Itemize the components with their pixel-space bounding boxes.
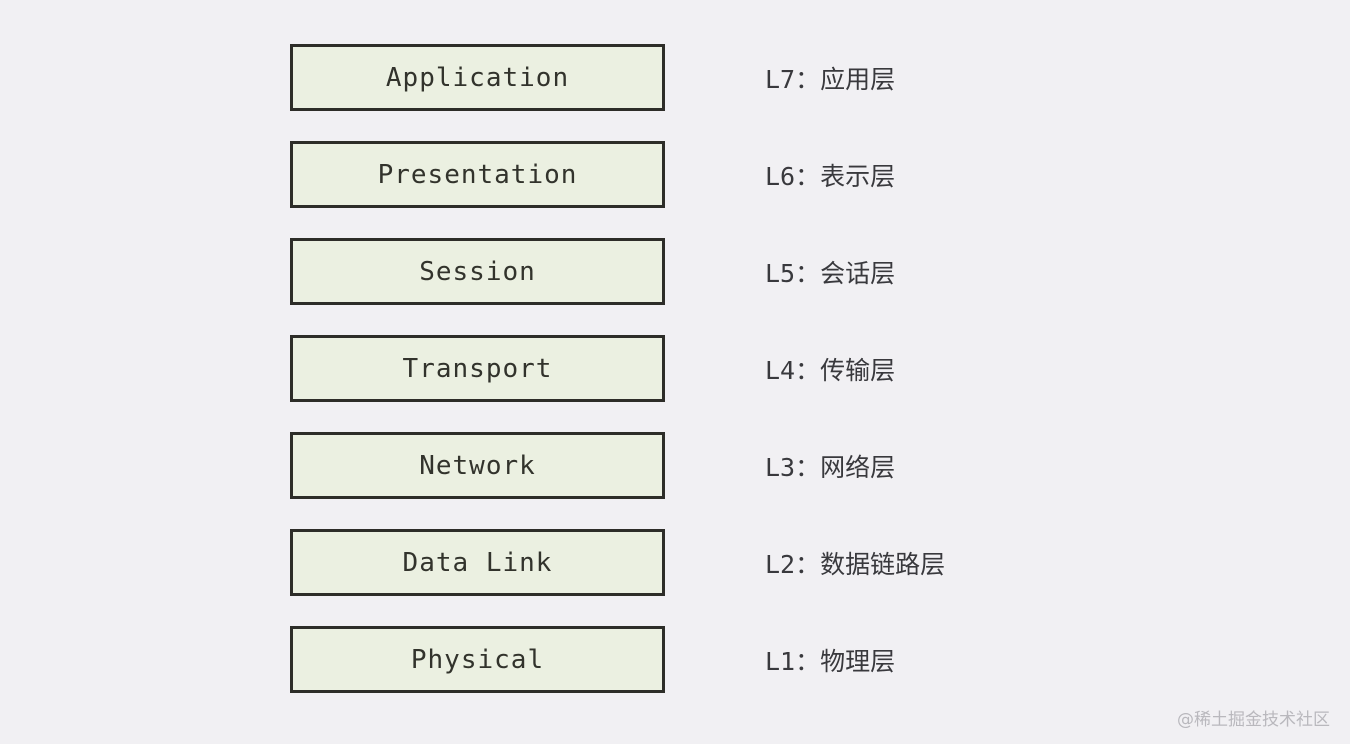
layer-row-transport: Transport L4：传输层 [290, 335, 945, 402]
layer-box-presentation: Presentation [290, 141, 665, 208]
layer-row-application: Application L7：应用层 [290, 44, 945, 111]
layer-label-l6: L6：表示层 [765, 161, 896, 191]
layer-box-application: Application [290, 44, 665, 111]
layer-box-network: Network [290, 432, 665, 499]
layer-box-data-link: Data Link [290, 529, 665, 596]
layer-label-l4: L4：传输层 [765, 355, 896, 385]
layer-row-session: Session L5：会话层 [290, 238, 945, 305]
layer-label-l2: L2：数据链路层 [765, 549, 946, 579]
layer-box-physical: Physical [290, 626, 665, 693]
layer-row-physical: Physical L1：物理层 [290, 626, 945, 693]
layer-label-l5: L5：会话层 [765, 258, 896, 288]
layer-row-presentation: Presentation L6：表示层 [290, 141, 945, 208]
layer-label-l3: L3：网络层 [765, 452, 896, 482]
layer-box-session: Session [290, 238, 665, 305]
layer-label-l1: L1：物理层 [765, 646, 896, 676]
layer-box-transport: Transport [290, 335, 665, 402]
watermark: @稀土掘金技术社区 [1177, 710, 1330, 730]
layer-row-network: Network L3：网络层 [290, 432, 945, 499]
layer-label-l7: L7：应用层 [765, 64, 896, 94]
layer-row-data-link: Data Link L2：数据链路层 [290, 529, 945, 596]
layer-stack: Application L7：应用层 Presentation L6：表示层 S… [290, 44, 945, 693]
